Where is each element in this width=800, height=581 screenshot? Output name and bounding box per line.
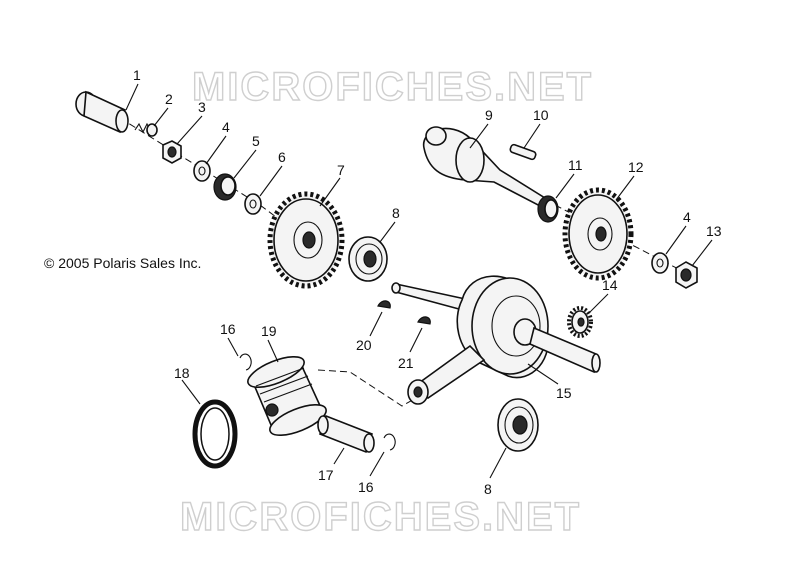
- leader-lines: [125, 83, 713, 479]
- callout-3: 3: [198, 99, 206, 115]
- callout-10: 10: [533, 107, 549, 123]
- part-7-gear: [267, 191, 345, 289]
- part-3-nut: [162, 140, 182, 164]
- part-15-crankshaft: [391, 275, 601, 405]
- callout-6: 6: [278, 149, 286, 165]
- part-12-gear: [562, 187, 634, 281]
- callout-8-lower: 8: [484, 481, 492, 497]
- part-10-key: [509, 143, 537, 161]
- callout-13: 13: [706, 223, 722, 239]
- part-14-sprocket: [567, 306, 593, 338]
- part-19-piston: [247, 356, 327, 436]
- callout-20: 20: [356, 337, 372, 353]
- part-16-circlip-lower: [383, 433, 396, 451]
- callout-5: 5: [252, 133, 260, 149]
- part-9-balancer-shaft: [423, 126, 547, 208]
- callout-16-upper: 16: [220, 321, 236, 337]
- callout-7: 7: [337, 162, 345, 178]
- callout-12: 12: [628, 159, 644, 175]
- part-2-spring: [134, 122, 158, 137]
- callout-21: 21: [398, 355, 414, 371]
- part-20-key: [377, 300, 391, 309]
- callout-18: 18: [174, 365, 190, 381]
- callout-9: 9: [485, 107, 493, 123]
- part-6-washer: [244, 193, 262, 215]
- callout-4-left: 4: [222, 119, 230, 135]
- part-8-bearing-lower: [497, 398, 539, 452]
- part-5-collar: [213, 173, 237, 201]
- part-8-bearing-upper: [348, 236, 388, 282]
- part-11-collar: [537, 195, 559, 223]
- callout-16-lower: 16: [358, 479, 374, 495]
- part-1-pin: [75, 90, 129, 134]
- part-21-key: [417, 316, 431, 325]
- part-4-washer-right: [651, 252, 669, 274]
- watermark-bottom: MICROFICHES.NET: [180, 495, 581, 539]
- part-18-piston-ring: [192, 399, 238, 469]
- callout-1: 1: [133, 67, 141, 83]
- callout-11: 11: [568, 157, 583, 173]
- callout-8-upper: 8: [392, 205, 400, 221]
- part-4-washer-left: [193, 160, 211, 182]
- callout-2: 2: [165, 91, 173, 107]
- watermark-top: MICROFICHES.NET: [192, 65, 593, 109]
- callout-15: 15: [556, 385, 572, 401]
- part-16-circlip-upper: [239, 353, 252, 371]
- copyright-text: © 2005 Polaris Sales Inc.: [44, 255, 201, 271]
- callout-19: 19: [261, 323, 277, 339]
- part-17-piston-pin: [317, 414, 375, 454]
- part-13-nut: [675, 261, 698, 289]
- callout-17: 17: [318, 467, 334, 483]
- callout-14: 14: [602, 277, 618, 293]
- callout-4-right: 4: [683, 209, 691, 225]
